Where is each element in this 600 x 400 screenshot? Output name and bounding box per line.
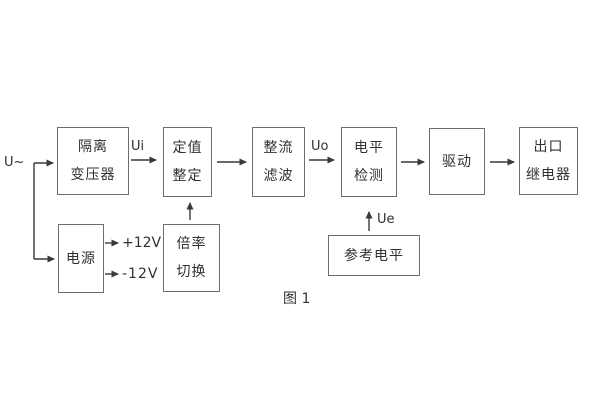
box-label: 滤波: [263, 168, 294, 184]
box-label: 定值: [172, 140, 203, 156]
box-reference-level: 参考电平: [328, 235, 420, 276]
box-power-supply: 电源: [58, 224, 104, 293]
box-label: 整流: [263, 140, 294, 156]
label-input-voltage: U~: [4, 155, 25, 170]
box-label: 电源: [66, 250, 96, 267]
label-ue: Ue: [377, 212, 395, 227]
label-plus-12v: +12V: [122, 235, 162, 251]
box-level-detection: 电平 检测: [341, 127, 397, 197]
label-ui: Ui: [131, 139, 145, 154]
box-label: 切换: [176, 264, 207, 280]
label-minus-12v: -12V: [122, 266, 159, 282]
box-label: 倍率: [176, 236, 207, 252]
label-uo: Uo: [311, 139, 329, 154]
box-isolation-transformer: 隔离 变压器: [57, 127, 129, 195]
box-output-relay: 出口 继电器: [519, 127, 578, 195]
box-label: 变压器: [70, 167, 116, 183]
box-label: 整定: [172, 168, 203, 184]
figure-caption: 图 1: [283, 291, 311, 307]
box-label: 检测: [354, 168, 384, 184]
box-ratio-switch: 倍率 切换: [163, 224, 220, 292]
box-rectifier-filter: 整流 滤波: [252, 127, 305, 197]
box-label: 电平: [354, 140, 384, 156]
box-drive: 驱动: [429, 128, 485, 195]
box-label: 隔离: [78, 139, 108, 155]
box-label: 出口: [533, 139, 564, 155]
box-setpoint-setting: 定值 整定: [163, 127, 212, 197]
box-label: 驱动: [442, 153, 472, 170]
box-label: 继电器: [526, 167, 571, 183]
box-label: 参考电平: [344, 247, 404, 264]
